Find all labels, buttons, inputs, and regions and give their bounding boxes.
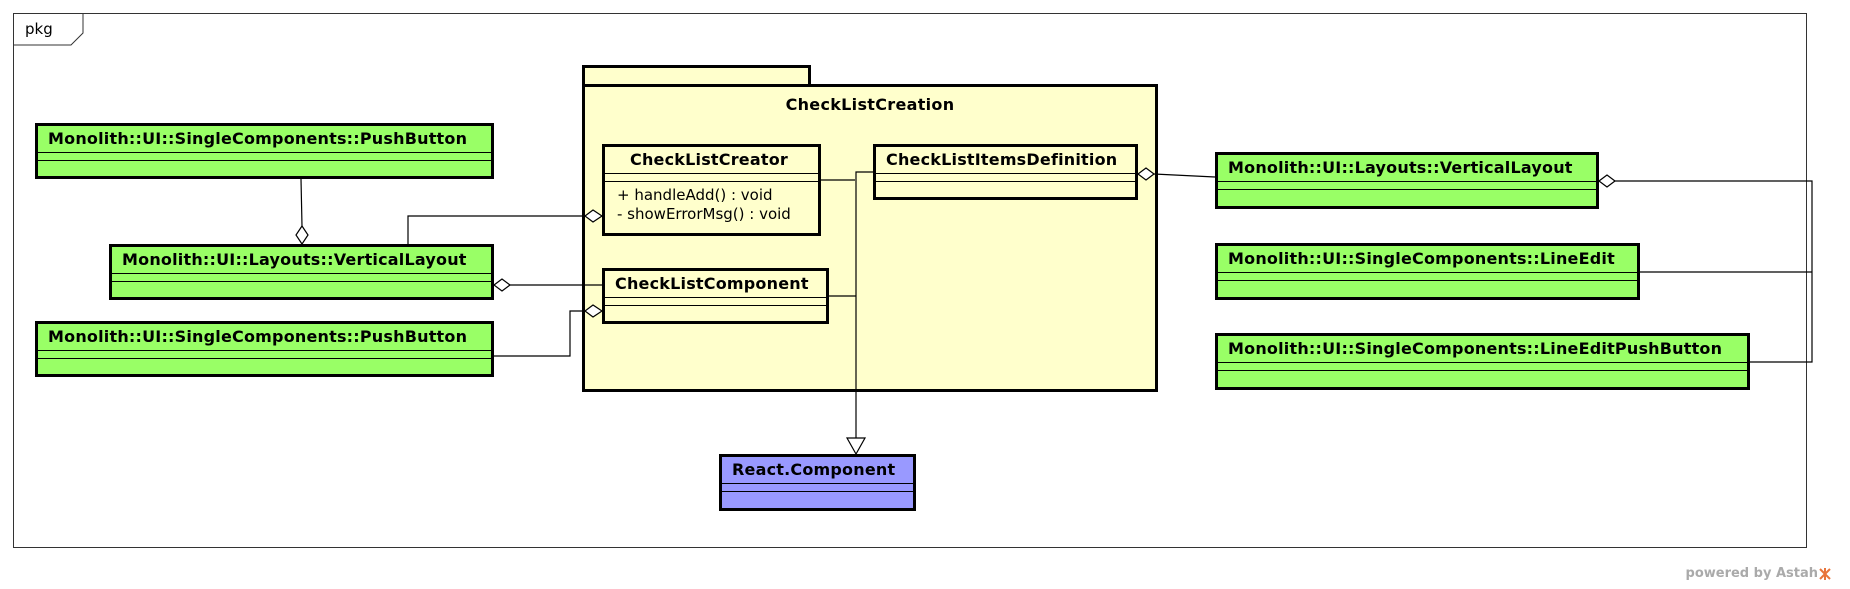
package-tab	[582, 65, 811, 85]
class-attributes	[605, 174, 818, 182]
class-operations	[112, 282, 491, 289]
package-name: CheckListCreation	[785, 95, 955, 114]
class-operations	[38, 161, 491, 168]
class-checklistcreator[interactable]: CheckListCreator + handleAdd() : void - …	[602, 144, 821, 236]
class-pushbutton-top[interactable]: Monolith::UI::SingleComponents::PushButt…	[35, 123, 494, 179]
footer-powered-by: powered by Astah	[1685, 566, 1818, 581]
class-attributes	[38, 153, 491, 161]
class-react-component[interactable]: React.Component	[719, 454, 916, 511]
class-operations	[876, 182, 1135, 189]
class-name: CheckListComponent	[605, 271, 826, 298]
class-name: Monolith::UI::SingleComponents::LineEdit	[1218, 246, 1637, 273]
class-operations	[605, 306, 826, 313]
class-pushbutton-bottom[interactable]: Monolith::UI::SingleComponents::PushButt…	[35, 321, 494, 377]
class-lineeditpushbutton[interactable]: Monolith::UI::SingleComponents::LineEdit…	[1215, 333, 1750, 390]
class-name: CheckListCreator	[605, 147, 818, 174]
class-name: Monolith::UI::SingleComponents::PushButt…	[38, 324, 491, 351]
class-attributes	[1218, 363, 1747, 371]
astah-logo-icon	[1819, 568, 1831, 580]
class-attributes	[1218, 182, 1596, 190]
class-attributes	[722, 484, 913, 492]
class-attributes	[605, 298, 826, 306]
class-name: React.Component	[722, 457, 913, 484]
class-operations	[1218, 190, 1596, 197]
class-name: CheckListItemsDefinition	[876, 147, 1135, 174]
class-name: Monolith::UI::SingleComponents::LineEdit…	[1218, 336, 1747, 363]
class-lineedit[interactable]: Monolith::UI::SingleComponents::LineEdit	[1215, 243, 1640, 300]
class-checklistcomponent[interactable]: CheckListComponent	[602, 268, 829, 324]
operation-showerrormsg: - showErrorMsg() : void	[617, 205, 791, 223]
class-operations	[1218, 281, 1637, 288]
class-operations: + handleAdd() : void - showErrorMsg() : …	[605, 182, 818, 228]
frame-tab	[14, 14, 84, 46]
class-name: Monolith::UI::Layouts::VerticalLayout	[112, 247, 491, 274]
class-attributes	[38, 351, 491, 359]
class-operations	[38, 359, 491, 366]
class-name: Monolith::UI::SingleComponents::PushButt…	[38, 126, 491, 153]
class-operations	[722, 492, 913, 499]
class-checklistitemsdefinition[interactable]: CheckListItemsDefinition	[873, 144, 1138, 200]
class-name: Monolith::UI::Layouts::VerticalLayout	[1218, 155, 1596, 182]
operation-handleadd: + handleAdd() : void	[617, 186, 773, 204]
class-attributes	[876, 174, 1135, 182]
class-operations	[1218, 371, 1747, 378]
class-verticallayout-right[interactable]: Monolith::UI::Layouts::VerticalLayout	[1215, 152, 1599, 209]
class-verticallayout-left[interactable]: Monolith::UI::Layouts::VerticalLayout	[109, 244, 494, 300]
frame-label: pkg	[25, 20, 53, 38]
class-attributes	[112, 274, 491, 282]
class-attributes	[1218, 273, 1637, 281]
package-checklistcreation[interactable]: CheckListCreation	[582, 84, 1158, 392]
